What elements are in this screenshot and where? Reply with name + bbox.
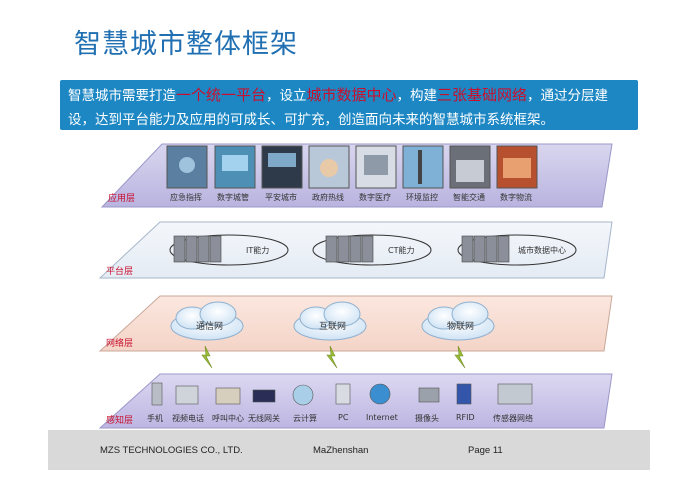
- app-item-label: 环境监控: [406, 193, 438, 202]
- app-item-label: 平安城市: [265, 193, 297, 202]
- lightning-connectors: [201, 345, 466, 369]
- sense-item-label: Internet: [366, 413, 398, 422]
- intro-text-3: ，构建: [396, 88, 438, 104]
- intro-text-4: ，通过分层建设，达到平台能力及应用的可成长、可扩充，创造面向未来的智慧城市系统框…: [68, 88, 609, 128]
- footer-bar: MZS TECHNOLOGIES CO., LTD. MaZhenshan Pa…: [48, 430, 650, 470]
- network-item-label: 互联网: [319, 322, 347, 332]
- sense-item-label: 呼叫中心: [212, 414, 244, 423]
- app-item-label: 数字物流: [500, 193, 532, 202]
- intro-highlight-1: 一个统一平台: [176, 86, 267, 104]
- network-item-label: 物联网: [447, 322, 475, 332]
- internet-cloud: [293, 301, 367, 341]
- network-item-label: 通信网: [196, 322, 224, 332]
- app-item-label: 智能交通: [453, 193, 485, 202]
- app-item-label: 数字医疗: [359, 193, 391, 202]
- communication-cloud: [170, 301, 244, 341]
- app-item-label: 数字城管: [217, 193, 249, 202]
- platform-item-label: 城市数据中心: [518, 246, 566, 255]
- intro-highlight-3: 三张基础网络: [437, 86, 528, 104]
- intro-highlight-2: 城市数据中心: [306, 86, 397, 104]
- sensing-device-icons: [151, 382, 533, 406]
- platform-layer-label: 平台层: [106, 267, 134, 277]
- footer-company: MZS TECHNOLOGIES CO., LTD.: [100, 445, 243, 456]
- iot-cloud: [421, 301, 495, 341]
- sense-item-label: RFID: [456, 413, 475, 422]
- data-center-ellipse: [457, 234, 577, 266]
- intro-text-2: ，设立: [266, 88, 307, 104]
- sense-item-label: 无线网关: [248, 414, 280, 423]
- footer-page-number: Page 11: [468, 445, 503, 456]
- platform-item-label: CT能力: [388, 246, 415, 255]
- ct-capability-ellipse: [312, 234, 432, 266]
- app-item-label: 应急指挥: [170, 193, 202, 202]
- app-images: [166, 145, 538, 189]
- sense-item-label: 摄像头: [415, 414, 439, 423]
- sense-item-label: 云计算: [293, 414, 317, 423]
- network-layer-label: 网络层: [106, 339, 134, 349]
- page-title: 智慧城市整体框架: [74, 29, 298, 60]
- platform-item-label: IT能力: [246, 246, 270, 255]
- sense-item-label: 视频电话: [172, 414, 204, 423]
- intro-text-1: 智慧城市需要打造: [68, 88, 176, 104]
- footer-author: MaZhenshan: [313, 445, 369, 456]
- sense-item-label: 手机: [147, 414, 163, 423]
- sense-item-label: PC: [338, 413, 349, 422]
- app-item-label: 政府热线: [312, 193, 344, 202]
- intro-box: 智慧城市需要打造一个统一平台，设立城市数据中心，构建三张基础网络，通过分层建设，…: [60, 80, 638, 130]
- sense-layer-label: 感知层: [106, 416, 134, 426]
- sense-layer-band: [98, 373, 613, 429]
- sense-item-label: 传感器网络: [493, 414, 533, 423]
- it-capability-ellipse: [169, 234, 289, 266]
- server-racks: [173, 235, 510, 263]
- app-layer-label: 应用层: [108, 194, 136, 204]
